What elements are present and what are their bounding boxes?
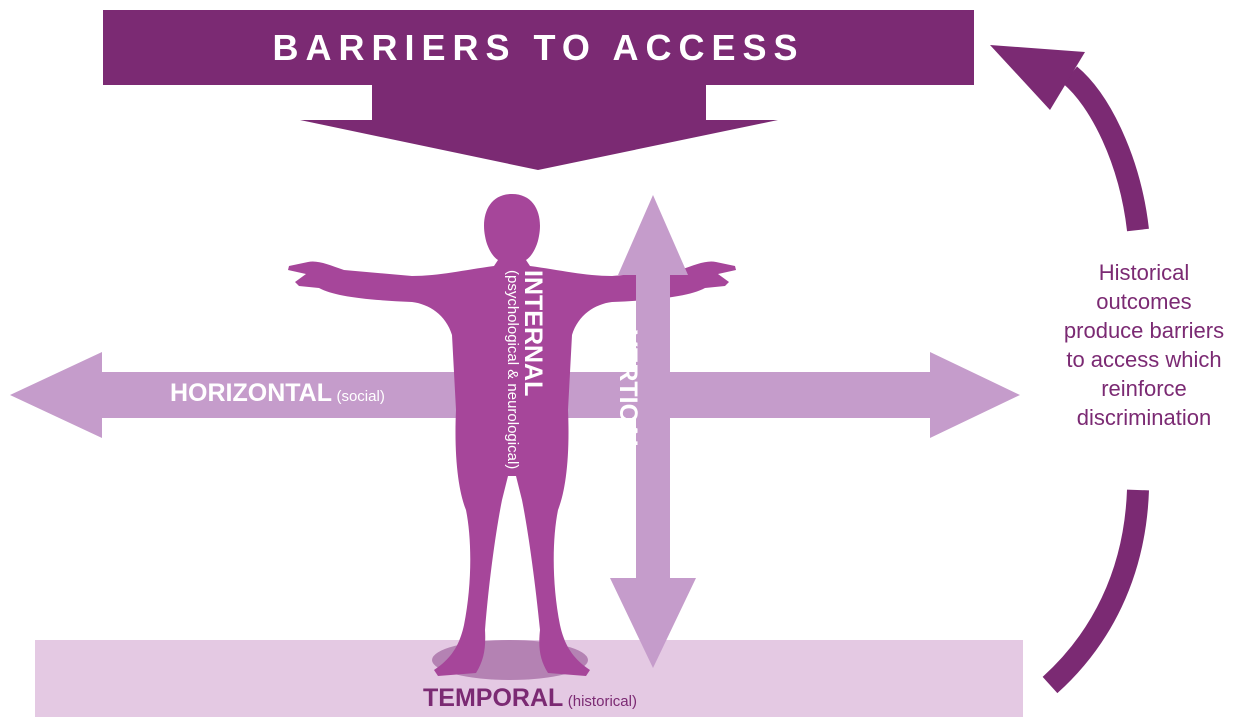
cycle-note-line: Historical [1098, 260, 1190, 285]
horizontal-axis-label: HORIZONTAL (social) [170, 378, 385, 412]
vertical-axis-name: VERTICAL [614, 330, 642, 455]
cycle-note: Historical outcomes produce barriers to … [1046, 258, 1242, 432]
cycle-note-line: discrimination [1076, 405, 1212, 430]
horizontal-axis-qualifier: (social) [336, 388, 385, 405]
cycle-note-line: produce barriers [1063, 318, 1225, 343]
diagram-title: BARRIERS TO ACCESS [272, 26, 805, 68]
internal-axis-qualifier: (psychological & neurological) [504, 270, 521, 470]
horizontal-axis-name: HORIZONTAL [170, 379, 333, 407]
cycle-note-line: reinforce [1101, 376, 1187, 401]
vertical-axis-qualifier: (power-based) [616, 459, 633, 557]
cycle-note-line: outcomes [1096, 289, 1192, 314]
barriers-banner [103, 10, 974, 170]
temporal-axis-name: TEMPORAL [423, 684, 564, 712]
vertical-axis-label: VERTICAL (power-based) [614, 330, 642, 557]
temporal-axis-label: TEMPORAL (historical) [230, 683, 830, 717]
internal-axis-label: INTERNAL (psychological & neurological) [504, 270, 547, 470]
vertical-arrow [610, 195, 696, 668]
human-figure [288, 194, 736, 676]
temporal-axis-qualifier: (historical) [567, 693, 637, 710]
cycle-arrow [990, 45, 1149, 694]
cycle-note-line: to access which [1066, 347, 1222, 372]
internal-axis-name: INTERNAL [519, 270, 547, 397]
